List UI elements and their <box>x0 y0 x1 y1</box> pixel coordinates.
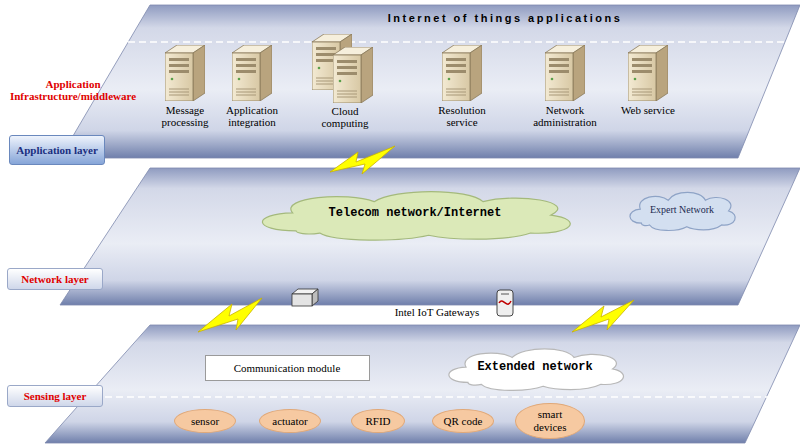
server-icon <box>545 45 585 101</box>
layer-tag: Application layer <box>9 135 105 165</box>
server-icon <box>333 47 373 103</box>
diagram-title: Internet of things applications <box>388 12 623 24</box>
dashed-divider <box>105 396 770 398</box>
server-label: Application integration <box>215 104 289 128</box>
network-plane <box>60 168 800 305</box>
server-label: Message processing <box>148 104 222 128</box>
network-cloud: Expert Network <box>624 188 740 232</box>
node-text: actuator <box>272 415 307 428</box>
node-text: QR code <box>444 415 483 428</box>
node-text: sensor <box>191 415 219 428</box>
device-pill: RFID <box>351 409 405 433</box>
server-label: Web service <box>621 104 675 116</box>
server-icon <box>442 45 482 101</box>
device-pill: actuator <box>259 409 321 433</box>
node-text: Communication module <box>234 362 341 375</box>
node-text: Application layer <box>16 144 98 157</box>
gateway-icon <box>497 290 513 316</box>
module-box: Communication module <box>205 355 370 381</box>
layer-tag: Network layer <box>7 268 103 290</box>
server-label: Cloud computing <box>308 105 382 129</box>
gateway-icon <box>292 289 318 306</box>
cloud-shape <box>262 192 570 240</box>
cloud-shape <box>448 349 623 391</box>
node-text: Telecom network/Internet <box>329 207 502 221</box>
sensing-plane <box>45 325 800 443</box>
lightning-bolt <box>330 146 395 174</box>
gateway-label: Intel IoT Gateways <box>395 306 480 318</box>
server-label: Network administration <box>526 104 604 128</box>
device-pill: QR code <box>432 409 495 433</box>
dashed-divider <box>128 41 790 43</box>
device-pill: sensor <box>174 409 236 433</box>
server-icon <box>232 45 272 101</box>
device-pill: smart devices <box>515 403 585 438</box>
layer-tag: Sensing layer <box>7 385 103 407</box>
node-text: Sensing layer <box>24 390 87 403</box>
lightning-bolt <box>198 298 262 332</box>
network-cloud: Extended network <box>439 344 632 392</box>
node-text: smart devices <box>527 408 573 433</box>
server-icon <box>165 45 205 101</box>
cloud-shape <box>630 192 735 230</box>
node-text: Network layer <box>21 273 89 286</box>
network-cloud: Telecom network/Internet <box>245 186 585 242</box>
layer-heading: Application Infrastructure/middleware <box>2 78 144 102</box>
node-text: Expert Network <box>650 204 714 216</box>
server-label: Resolution service <box>425 104 499 128</box>
application-plane <box>60 5 800 158</box>
node-text: RFID <box>365 415 390 428</box>
node-text: Extended network <box>477 361 592 375</box>
lightning-bolt <box>572 300 634 332</box>
server-icon <box>628 45 668 101</box>
